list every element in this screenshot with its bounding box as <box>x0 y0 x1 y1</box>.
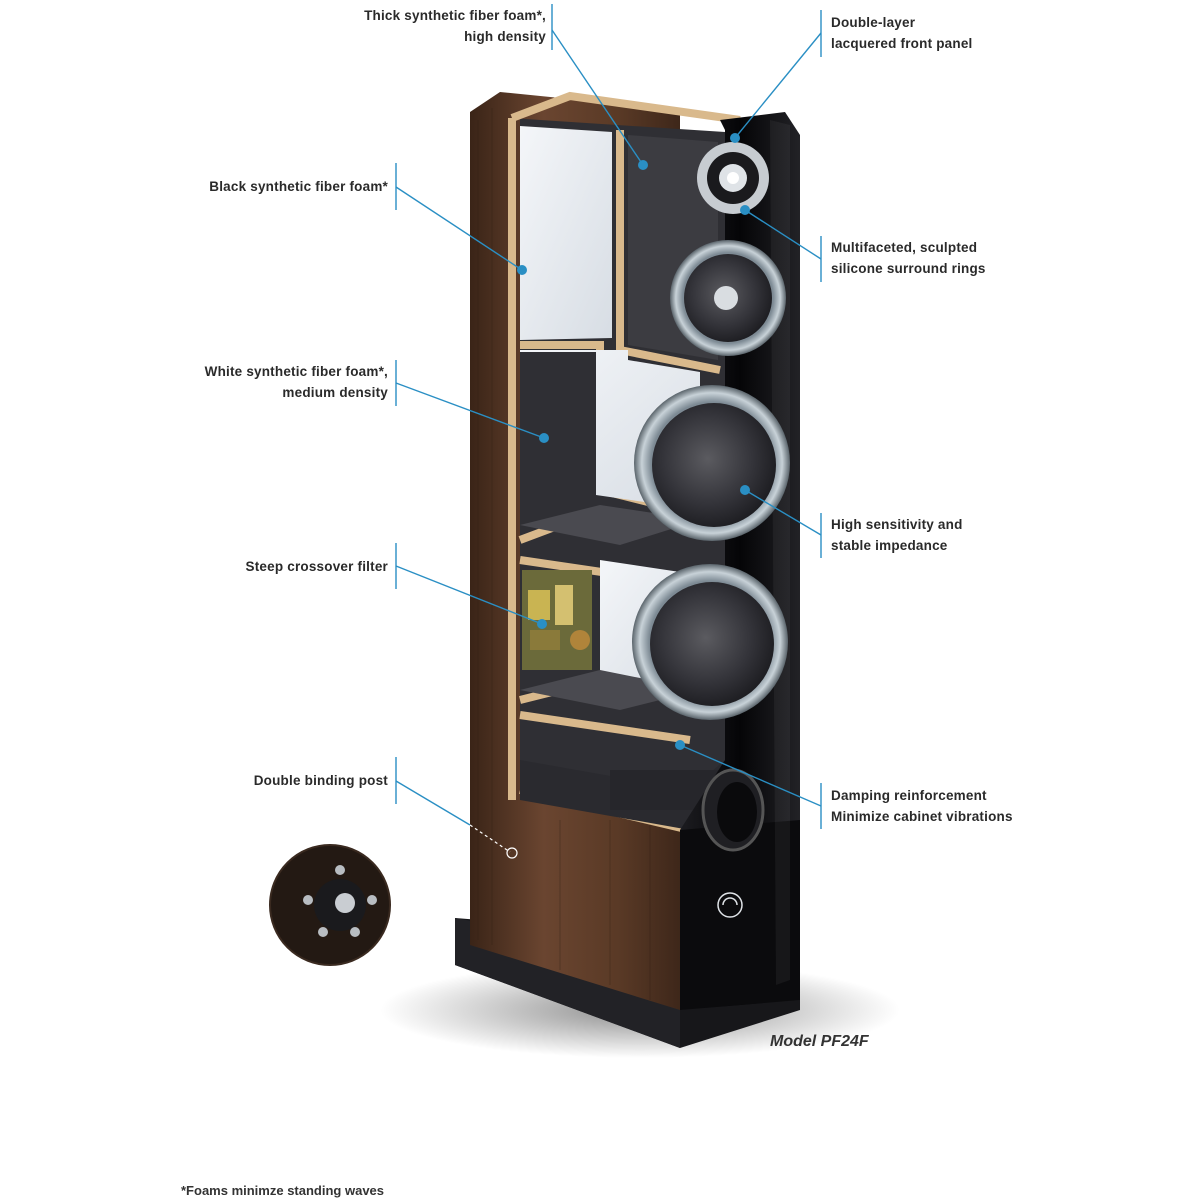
callout-line: silicone surround rings <box>831 261 986 276</box>
callout-surround-rings: Multifaceted, sculpted silicone surround… <box>831 237 986 279</box>
callout-damping: Damping reinforcement Minimize cabinet v… <box>831 785 1013 827</box>
callout-line: Damping reinforcement <box>831 788 987 803</box>
callout-line: Thick synthetic fiber foam*, <box>364 8 546 23</box>
tweeter <box>697 142 769 214</box>
leader-dots <box>517 133 750 750</box>
callout-line: High sensitivity and <box>831 517 963 532</box>
binding-post-inset <box>269 844 391 966</box>
callout-front-panel: Double-layer lacquered front panel <box>831 12 972 54</box>
callout-line: Double-layer <box>831 15 916 30</box>
callout-line: high density <box>464 29 546 44</box>
callout-white-foam: White synthetic fiber foam*, medium dens… <box>205 361 388 403</box>
footnote: *Foams minimze standing waves <box>181 1183 385 1198</box>
white-foam-upper <box>520 126 612 340</box>
midrange-driver <box>670 240 786 356</box>
callout-line: lacquered front panel <box>831 36 973 51</box>
model-label: Model PF24F <box>770 1033 869 1050</box>
callout-line: Double binding post <box>253 773 388 788</box>
callout-line: White synthetic fiber foam*, <box>204 364 388 379</box>
leader-lines <box>395 4 822 829</box>
callout-line: Multifaceted, sculpted <box>831 240 978 255</box>
callout-binding-post: Double binding post <box>254 770 388 791</box>
callout-line: Minimize cabinet vibrations <box>831 809 1013 824</box>
bass-reflex-port <box>701 768 765 852</box>
callout-thick-foam: Thick synthetic fiber foam*, high densit… <box>364 5 546 47</box>
callout-line: stable impedance <box>831 538 948 553</box>
brand-logo <box>717 892 743 918</box>
woofer-lower <box>632 564 788 720</box>
callout-line: Steep crossover filter <box>245 559 388 574</box>
callout-line: medium density <box>282 385 388 400</box>
callout-crossover: Steep crossover filter <box>246 556 388 577</box>
callout-black-foam: Black synthetic fiber foam* <box>209 176 388 197</box>
callout-sensitivity: High sensitivity and stable impedance <box>831 514 963 556</box>
woofer-upper <box>634 385 790 541</box>
callout-line: Black synthetic fiber foam* <box>209 179 388 194</box>
